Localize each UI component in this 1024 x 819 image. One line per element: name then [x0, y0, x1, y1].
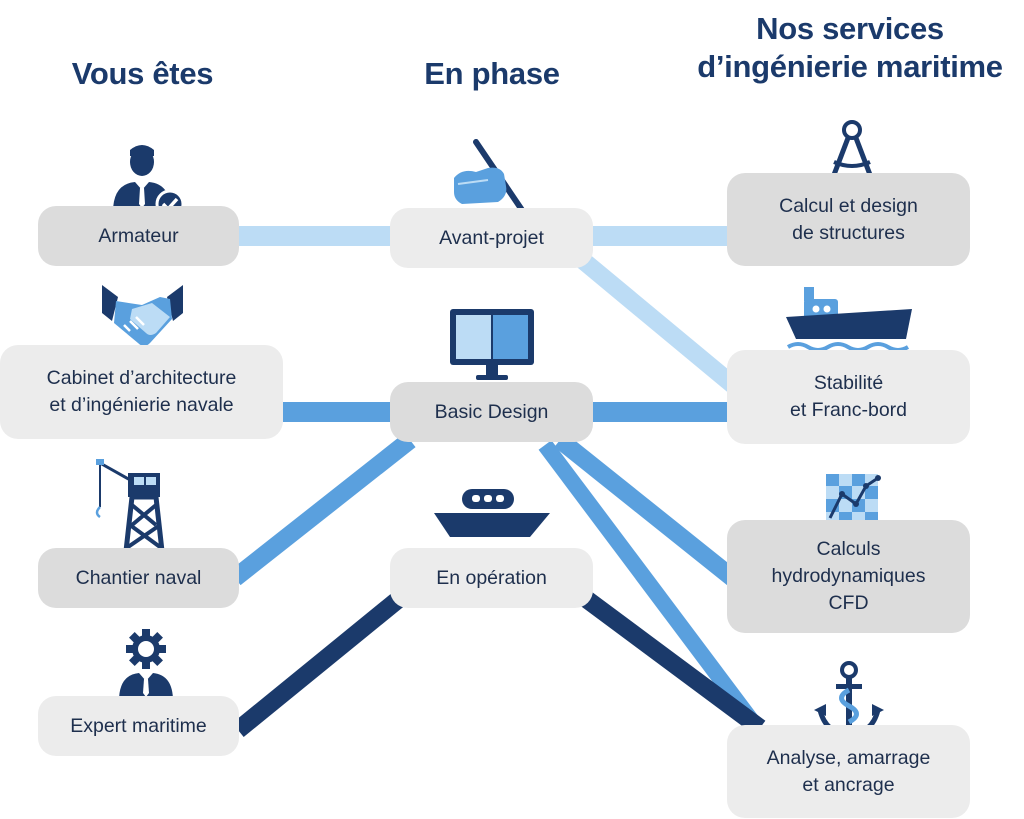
actor-expert: Expert maritime — [38, 696, 239, 756]
title-en-phase: En phase — [424, 56, 560, 91]
phase-label: Basic Design — [434, 400, 549, 423]
link-basicdesign-amarrage — [538, 440, 762, 730]
service-label-line: et ancrage — [802, 773, 895, 796]
phase-basic-design: Basic Design — [390, 382, 593, 442]
phase-avant-projet: Avant-projet — [390, 208, 593, 268]
service-amarrage: Analyse, amarrage et ancrage — [727, 725, 970, 818]
actor-cabinet: Cabinet d’architecture et d’ingénierie n… — [0, 345, 283, 439]
link-avantprojet-stabilite — [574, 251, 751, 402]
service-label-line: et Franc-bord — [789, 399, 908, 421]
service-label-line: CFD — [828, 592, 869, 614]
actor-label-line: et d’ingénierie navale — [49, 394, 234, 416]
service-label-line: Stabilité — [813, 372, 884, 394]
link-enoperation-amarrage — [579, 590, 766, 736]
actor-armateur: Armateur — [38, 206, 239, 266]
actor-label: Armateur — [98, 224, 179, 247]
service-label-line: Analyse, amarrage — [766, 746, 931, 769]
phase-label: En opération — [436, 566, 547, 589]
service-calcul-structures: Calcul et design de structures — [727, 173, 970, 266]
link-chantier-basicdesign — [229, 432, 416, 586]
title-services: Nos services d’ingénierie maritime — [680, 10, 1020, 86]
expert-gear-icon — [119, 629, 173, 701]
shipyard-crane-icon — [95, 459, 165, 554]
actor-chantier: Chantier naval — [38, 548, 239, 608]
cfd-grid-icon — [826, 474, 881, 524]
service-label-line: Calcul et design — [779, 194, 918, 217]
actor-label-line: Cabinet d’architecture — [46, 367, 237, 389]
handshake-icon — [102, 285, 183, 346]
link-expert-enoperation — [232, 591, 406, 737]
service-label-line: hydrodynamiques — [771, 565, 926, 587]
phase-en-operation: En opération — [390, 548, 593, 608]
service-cfd: Calculs hydrodynamiques CFD — [727, 520, 970, 633]
service-stabilite: Stabilité et Franc-bord — [727, 350, 970, 444]
title-services-line1: Nos services — [756, 11, 944, 46]
boat-icon — [434, 489, 550, 537]
businessman-check-icon — [113, 145, 185, 219]
actor-label: Chantier naval — [75, 566, 202, 589]
title-services-line2: d’ingénierie maritime — [697, 49, 1003, 84]
title-vous-etes: Vous êtes — [71, 56, 214, 91]
link-basicdesign-cfd — [554, 432, 741, 588]
service-label-line: de structures — [792, 221, 905, 244]
actor-label: Expert maritime — [70, 714, 207, 737]
monitor-icon — [450, 309, 534, 380]
service-label-line: Calculs — [816, 538, 881, 560]
phase-label: Avant-projet — [439, 226, 544, 249]
hand-pen-icon — [454, 139, 525, 213]
